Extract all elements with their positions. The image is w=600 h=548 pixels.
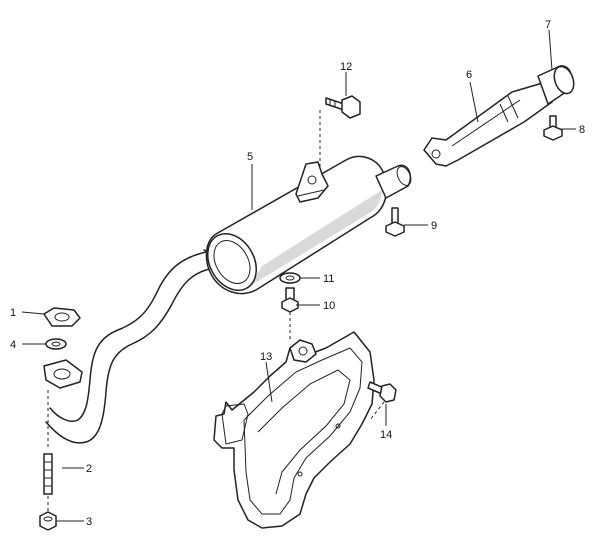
washer-part-4	[45, 338, 67, 350]
callout-11: 11	[323, 273, 334, 285]
pipe-end-cap	[537, 65, 575, 105]
callout-9: 9	[431, 220, 437, 232]
callout-10: 10	[323, 300, 335, 312]
callout-4: 4	[10, 339, 16, 351]
muffler	[205, 155, 412, 295]
callout-13: 13	[260, 351, 272, 363]
callout-numbers: 1 4 2 3 5 6 7 8 9 11 10 12 13 14	[10, 19, 585, 528]
callout-2: 2	[86, 463, 92, 475]
assembly-guide-lines	[47, 110, 385, 512]
tail-pipe	[423, 81, 553, 167]
callout-12: 12	[340, 61, 352, 73]
bolt-part-12	[325, 95, 361, 119]
callout-8: 8	[579, 124, 585, 136]
callout-1: 1	[10, 307, 16, 319]
bolt-part-9	[385, 207, 405, 237]
callout-7: 7	[545, 19, 551, 31]
nut-part	[39, 511, 57, 531]
washer-part-11	[279, 272, 301, 284]
callout-5: 5	[247, 151, 253, 163]
bolt-part-8	[543, 115, 563, 141]
callout-14: 14	[380, 429, 392, 441]
bolt-part-14	[367, 381, 397, 403]
callout-3: 3	[86, 516, 92, 528]
gasket-part	[43, 307, 81, 327]
bolt-part-10	[281, 287, 299, 313]
leader-lines	[21, 29, 576, 522]
heat-shield	[213, 331, 375, 529]
callout-6: 6	[466, 69, 472, 81]
stud-bolt-part	[43, 453, 53, 495]
exhaust-pipe	[43, 249, 216, 444]
